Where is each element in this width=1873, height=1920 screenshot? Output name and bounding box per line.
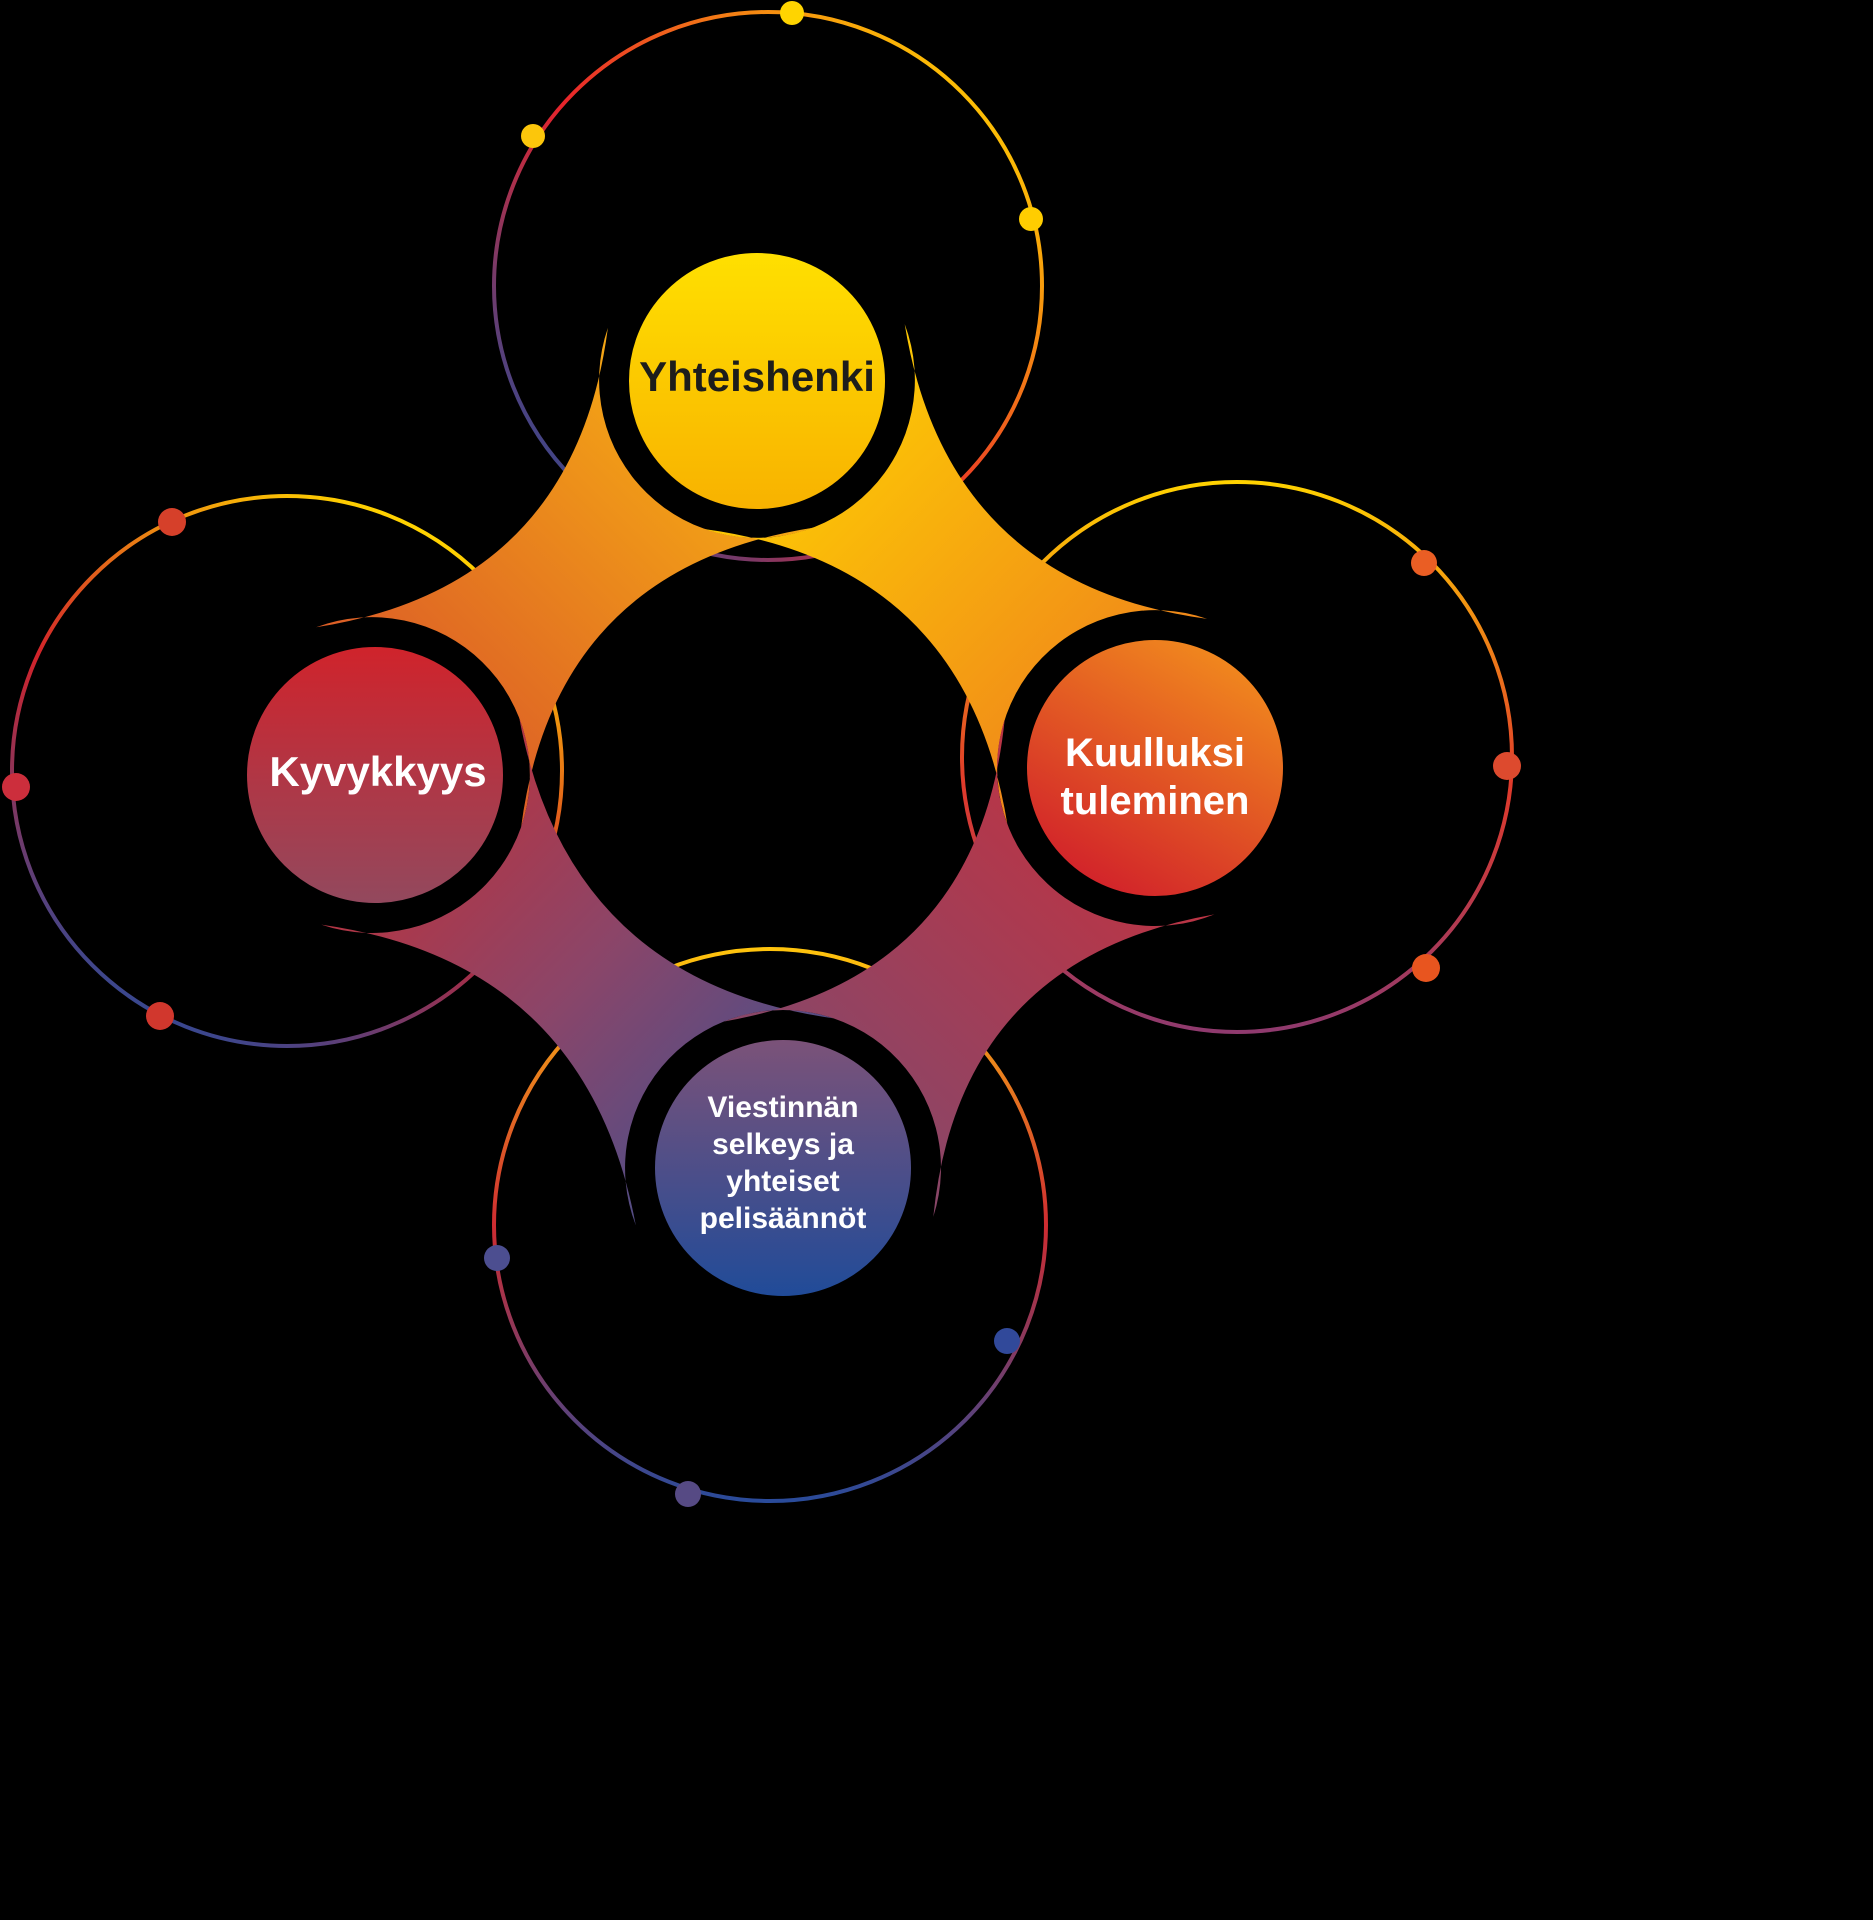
orbit-dot-right-1 xyxy=(1411,550,1437,576)
orbit-dot-bottom-3 xyxy=(675,1481,701,1507)
orbit-dot-left-2 xyxy=(2,773,30,801)
node-circle-right xyxy=(1009,622,1301,914)
orbit-dot-top-2 xyxy=(521,124,545,148)
node-circle-bottom xyxy=(637,1022,929,1314)
connector-left-bottom xyxy=(321,717,834,1226)
orbit-dot-top-3 xyxy=(1019,207,1043,231)
orbit-dot-right-2 xyxy=(1493,752,1521,780)
node-circle-top xyxy=(611,235,903,527)
orbit-dot-bottom-2 xyxy=(994,1328,1020,1354)
orbit-dot-left-1 xyxy=(158,508,186,536)
orbit-dot-bottom-1 xyxy=(484,1245,510,1271)
connector-right-bottom xyxy=(723,719,1215,1217)
orbit-dot-top-1 xyxy=(780,1,804,25)
orbit-dot-left-3 xyxy=(146,1002,174,1030)
connector-top-left xyxy=(316,327,813,828)
node-circle-left xyxy=(229,629,521,921)
orbit-ring-left xyxy=(10,494,564,1048)
orbit-ring-top xyxy=(492,10,1044,562)
orbit-ring-bottom xyxy=(492,947,1048,1503)
connector-top-right xyxy=(704,324,1208,824)
orbit-dot-right-3 xyxy=(1412,954,1440,982)
